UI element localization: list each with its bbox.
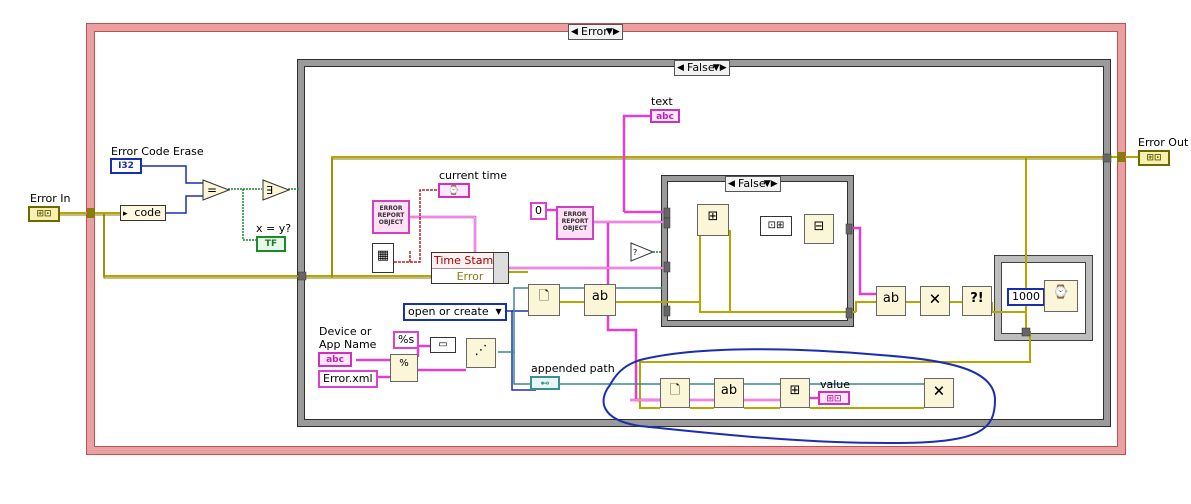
error-in-terminal[interactable]: ⊞⊡ (28, 206, 60, 222)
app-data-folder-icon[interactable]: ▭ (430, 337, 456, 353)
format-s-constant[interactable]: %s (393, 331, 420, 349)
wait-ms-node[interactable]: ⌚ (1044, 280, 1078, 312)
selector-dropdown-arrow[interactable]: ▼▶ (605, 27, 620, 37)
write-text-icon: ab (882, 291, 900, 306)
selector-prev-arrow[interactable]: ◀ (677, 63, 684, 73)
selector-prev-arrow[interactable]: ◀ (728, 179, 735, 189)
build-path-icon: ⋰ (474, 343, 488, 358)
xml-flatten-icon: ⊟ (813, 219, 825, 234)
path-icon: ⊷ (540, 379, 550, 389)
folder-icon: ▭ (438, 339, 448, 350)
read-file-node-2[interactable]: ab (714, 378, 744, 408)
x-eq-y-label: x = y? (256, 222, 292, 235)
error-xml-constant[interactable]: Error.xml (318, 370, 378, 388)
current-time-label: current time (439, 169, 508, 182)
new-file-icon: 🗋 (669, 383, 681, 398)
error-report-object-constant-2[interactable]: ERROR REPORT OBJECT (556, 206, 594, 240)
close-file-node-1[interactable]: 🗙 (920, 286, 950, 316)
xml-parse-icon: ⊞ (707, 209, 719, 224)
outer-case-selector[interactable]: ◀ Error ▼▶ (568, 24, 623, 40)
xml-flatten-node[interactable]: ⊟ (804, 214, 834, 244)
xml-unflatten-icon: ⊞ (789, 383, 801, 398)
inner-case-selector[interactable]: ◀ False ▼▶ (674, 60, 730, 76)
xml-unflatten-node[interactable]: ⊞ (780, 378, 810, 408)
calendar-icon: ▦ (376, 248, 390, 263)
write-file-node[interactable]: ab (876, 286, 906, 316)
xml-parse-node[interactable]: ⊞ (697, 204, 729, 236)
array-icon: ⊡⊞ (767, 220, 785, 231)
small-case-selector[interactable]: ◀ False ▼▶ (725, 176, 781, 192)
read-text-icon: ab (591, 289, 609, 304)
read-text-icon: ab (720, 383, 738, 398)
wait-ms-constant[interactable]: 1000 (1007, 288, 1045, 306)
compare-function[interactable]: ? (630, 242, 654, 262)
equal-function[interactable]: = (202, 179, 230, 201)
error-code-erase-terminal[interactable]: I32 (110, 158, 142, 174)
selector-dropdown-arrow[interactable]: ▼▶ (763, 179, 778, 189)
cluster-icon: ⊞⊡ (826, 394, 842, 404)
device-app-name-control[interactable]: abc (318, 352, 352, 367)
svg-text:∃: ∃ (266, 184, 273, 197)
error-code-erase-label: Error Code Erase (111, 145, 204, 158)
value-indicator[interactable]: ⊞⊡ (818, 391, 850, 405)
build-path-node[interactable]: ⋰ (466, 338, 496, 368)
time-icon: ⌚ (448, 186, 460, 196)
annotation-ellipse (602, 348, 997, 445)
zero-constant[interactable]: 0 (530, 202, 547, 220)
close-file-icon: 🗙 (930, 291, 940, 306)
read-file-node[interactable]: ab (584, 284, 616, 316)
app-name-label: App Name (319, 338, 377, 351)
appended-path-indicator[interactable]: ⊷ (530, 376, 560, 390)
value-label: value (820, 378, 851, 391)
svg-text:=: = (207, 183, 217, 197)
new-file-icon: 🗋 (538, 289, 550, 304)
error-handler-icon: ?! (970, 291, 984, 306)
error-out-terminal[interactable]: ⊞⊡ (1138, 150, 1170, 166)
error-out-label: Error Out (1138, 136, 1189, 149)
open-file-node-1[interactable]: 🗋 (528, 284, 560, 316)
selector-dropdown-arrow[interactable]: ▼▶ (712, 63, 727, 73)
error-report-object-constant-1[interactable]: ERROR REPORT OBJECT (372, 200, 410, 234)
device-or-label: Device or (319, 325, 372, 338)
simple-error-handler-node[interactable]: ?! (962, 286, 992, 316)
unbundle-by-name-node[interactable]: ▸ code (120, 205, 166, 221)
time-stamp-property-node[interactable]: Time Stamp Error (431, 252, 509, 284)
time-stamp-property: Time Stamp (432, 253, 508, 269)
x-eq-y-indicator[interactable]: TF (256, 236, 286, 252)
clock-icon: ⌚ (1052, 285, 1070, 300)
current-time-indicator[interactable]: ⌚ (438, 183, 470, 198)
format-icon: % (399, 358, 409, 369)
or-array-elements-function[interactable]: ∃ (262, 179, 290, 201)
get-date-time-node[interactable]: ▦ (372, 243, 394, 273)
text-label: text (651, 95, 673, 108)
format-into-string-node[interactable]: % (390, 354, 418, 382)
error-property: Error (456, 270, 484, 283)
error-in-label: Error In (30, 192, 71, 205)
dropdown-arrow-icon[interactable]: ▼ (495, 307, 502, 316)
selector-prev-arrow[interactable]: ◀ (571, 27, 578, 37)
build-array-node[interactable]: ⊡⊞ (760, 216, 792, 236)
open-file-node-2[interactable]: 🗋 (660, 378, 690, 408)
unbundle-arrow-icon: ▸ (123, 209, 128, 219)
svg-text:?: ? (633, 248, 637, 257)
appended-path-label: appended path (531, 362, 615, 375)
text-indicator[interactable]: abc (650, 109, 680, 123)
close-file-icon: 🗙 (934, 383, 944, 398)
open-or-create-constant[interactable]: open or create ▼ (403, 303, 507, 321)
close-file-node-2[interactable]: 🗙 (924, 378, 954, 408)
boolean-wires[interactable] (228, 188, 662, 253)
